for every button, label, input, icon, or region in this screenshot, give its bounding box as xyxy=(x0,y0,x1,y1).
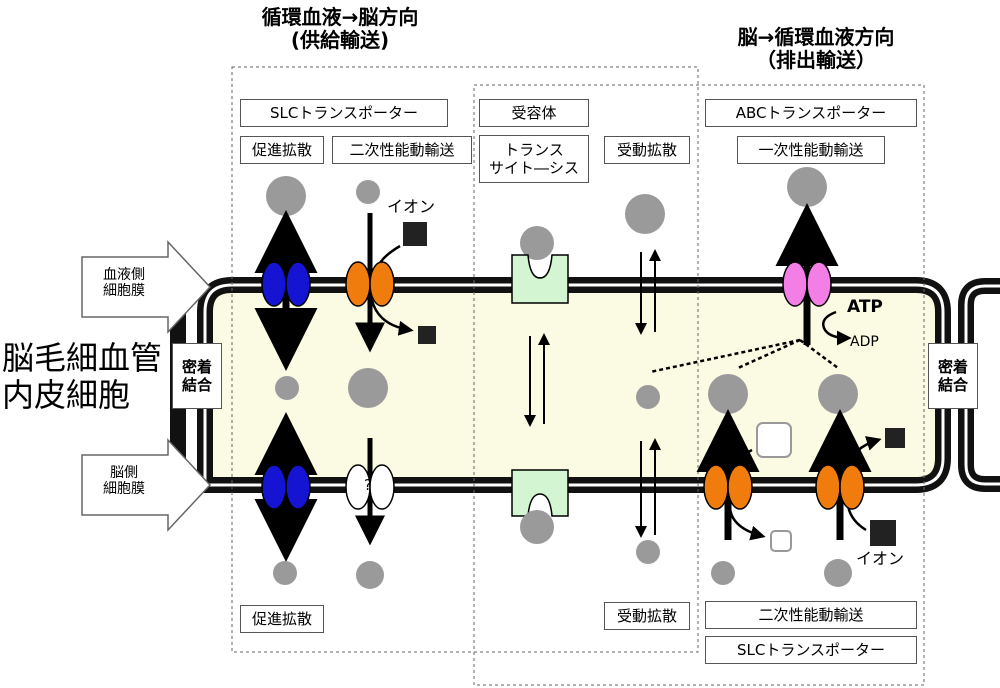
counter-solute xyxy=(770,530,792,552)
tight-junction-left-line2: 結合 xyxy=(181,376,212,394)
influx-group-border xyxy=(231,66,699,653)
solute xyxy=(356,561,384,589)
receptor-label: 受容体 xyxy=(479,99,589,127)
solute xyxy=(348,368,388,408)
transcytosis-label: トランス サイト―シス xyxy=(479,135,589,183)
blood-membrane-arrow xyxy=(81,240,212,334)
solute xyxy=(636,540,660,564)
transcytosis-label-line2: サイト―シス xyxy=(488,159,579,177)
ligand xyxy=(520,226,554,260)
slc-facilitated-transporter xyxy=(261,261,287,307)
ion xyxy=(418,326,436,344)
tight-junction-left: 密着 結合 xyxy=(172,343,222,409)
brain-membrane-label: 脳側 細胞膜 xyxy=(92,465,156,497)
efflux-group-border xyxy=(473,84,925,686)
efflux-title-line2: （排出輸送） xyxy=(756,48,876,72)
atp-label: ATP xyxy=(847,297,883,317)
tight-junction-right: 密着 結合 xyxy=(928,343,978,409)
brain-membrane-label-line1: 脳側 xyxy=(110,465,138,481)
blood-membrane-label: 血液側 細胞膜 xyxy=(92,267,156,299)
transcytosis-label-line1: トランス xyxy=(504,141,564,159)
endothelial-cell-label-line2: 内皮細胞 xyxy=(2,375,131,414)
secondary-active-label-top: 二次性能動輸送 xyxy=(332,136,472,164)
endothelial-cell-label: 脳毛細血管 内皮細胞 xyxy=(2,340,162,414)
unknown-transporter-mark: ? xyxy=(364,476,372,494)
ligand xyxy=(520,510,554,544)
ion xyxy=(870,520,896,546)
slc-efflux-transporter xyxy=(815,464,841,510)
influx-title: 循環血液→脳方向 (供給輸送) xyxy=(230,6,450,52)
passive-diffusion-label-top: 受動拡散 xyxy=(604,136,690,164)
passive-diffusion-label-bottom: 受動拡散 xyxy=(604,602,690,630)
efflux-title-line1: 脳→循環血液方向 xyxy=(737,25,895,49)
tight-junction-right-line1: 密着 xyxy=(937,358,968,376)
solute xyxy=(275,376,299,400)
tight-junction-right-line2: 結合 xyxy=(937,376,968,394)
blood-membrane-label-line1: 血液側 xyxy=(103,267,145,283)
counter-solute xyxy=(756,422,792,458)
adp-label: ADP xyxy=(850,334,879,350)
secondary-active-label-bottom: 二次性能動輸送 xyxy=(705,601,917,629)
influx-title-line2: (供給輸送) xyxy=(290,28,390,52)
solute xyxy=(356,180,380,204)
influx-title-line1: 循環血液→脳方向 xyxy=(261,5,419,29)
facilitated-diffusion-label-top: 促進拡散 xyxy=(240,136,324,164)
ion-label-bottom: イオン xyxy=(856,549,905,568)
ion xyxy=(885,428,905,448)
brain-membrane-label-line2: 細胞膜 xyxy=(103,481,145,498)
slc-facilitated-transporter xyxy=(261,464,287,510)
ion xyxy=(403,222,427,246)
tight-junction-left-line1: 密着 xyxy=(181,358,212,376)
solute xyxy=(273,561,297,585)
slc-transporter-label-bottom: SLCトランスポーター xyxy=(705,636,917,664)
efflux-title: 脳→循環血液方向 （排出輸送） xyxy=(702,26,930,72)
facilitated-diffusion-label-bottom: 促進拡散 xyxy=(240,605,324,633)
receptor-top xyxy=(511,254,569,304)
slc-efflux-transporter xyxy=(703,464,729,510)
abc-transporter-label: ABCトランスポーター xyxy=(705,99,917,127)
blood-membrane-label-line2: 細胞膜 xyxy=(103,283,145,300)
solute xyxy=(818,374,858,414)
solute xyxy=(787,167,827,207)
solute xyxy=(711,561,735,585)
primary-active-label: 一次性能動輸送 xyxy=(737,136,885,164)
solute xyxy=(708,374,748,414)
brain-membrane-arrow xyxy=(81,438,212,532)
solute xyxy=(266,176,306,216)
solute xyxy=(824,559,852,587)
solute xyxy=(625,194,665,234)
receptor-bottom xyxy=(511,469,569,517)
solute xyxy=(636,385,660,409)
slc-transporter-label-top: SLCトランスポーター xyxy=(240,99,448,127)
abc-transporter xyxy=(782,261,808,307)
slc-secondary-transporter xyxy=(345,261,371,307)
ion-label-top: イオン xyxy=(387,197,436,216)
endothelial-cell-label-line1: 脳毛細血管 xyxy=(2,339,163,377)
